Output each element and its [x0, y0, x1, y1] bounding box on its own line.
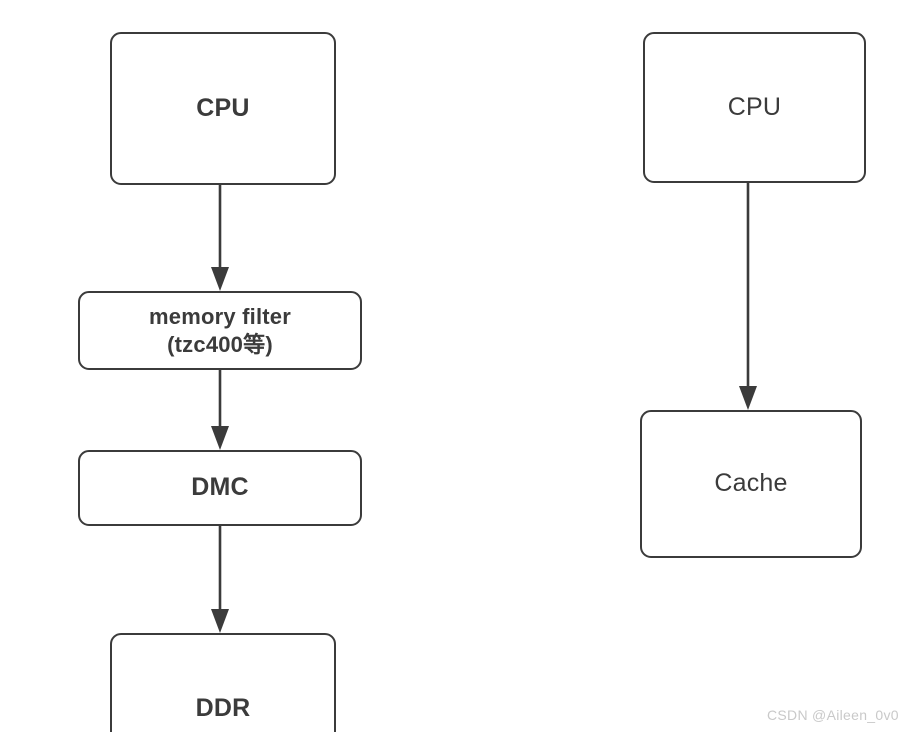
- node-ddr-label: DDR: [195, 693, 251, 722]
- node-memory-filter-label: memory filter (tzc400等): [149, 304, 291, 357]
- node-cpu-right-label: CPU: [727, 92, 782, 121]
- node-cache[interactable]: Cache: [640, 410, 862, 558]
- node-cache-label: Cache: [714, 469, 788, 498]
- node-ddr[interactable]: DDR: [110, 633, 336, 732]
- node-memory-filter[interactable]: memory filter (tzc400等): [78, 291, 362, 370]
- edge-cpu-to-cache: [734, 183, 762, 412]
- edge-memory-filter-to-dmc: [206, 370, 234, 452]
- edge-dmc-to-ddr: [206, 526, 234, 635]
- node-cpu-left-label: CPU: [196, 93, 250, 122]
- node-cpu-left[interactable]: CPU: [110, 32, 336, 185]
- watermark: CSDN @Aileen_0v0: [767, 707, 899, 723]
- edge-cpu-to-memory-filter: [206, 185, 234, 293]
- node-dmc[interactable]: DMC: [78, 450, 362, 526]
- node-dmc-label: DMC: [191, 473, 249, 502]
- node-cpu-right[interactable]: CPU: [643, 32, 866, 183]
